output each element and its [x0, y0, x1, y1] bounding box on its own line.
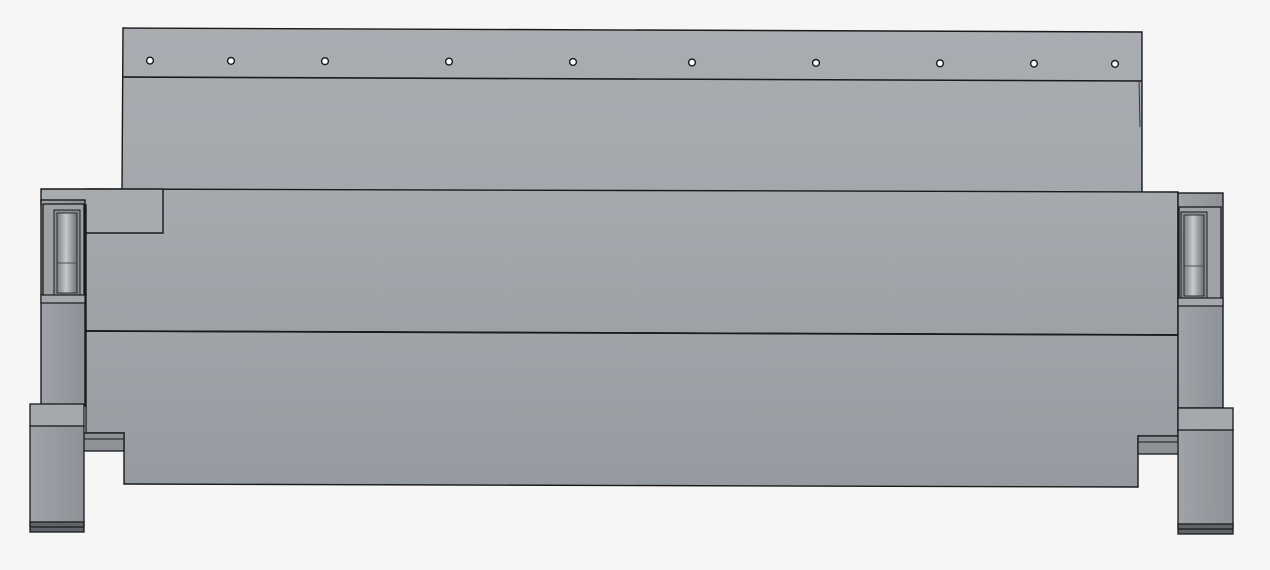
- right-side-assembly: [1137, 192, 1234, 535]
- lower-body-face: [85, 330, 1179, 488]
- mounting-hole: [145, 56, 155, 65]
- mounting-hole: [1110, 59, 1120, 69]
- left-roller: [56, 212, 78, 294]
- left-foot: [29, 425, 85, 527]
- mounting-hole: [935, 59, 945, 68]
- right-housing-bottom-band: [1177, 297, 1224, 307]
- right-foot-top: [1177, 407, 1234, 432]
- top-plate-flange-edge: [122, 76, 1143, 82]
- top-plate-right-edge: [1138, 80, 1141, 128]
- body-split-line: [85, 330, 1179, 336]
- top-plate: [121, 27, 1143, 194]
- mounting-hole: [1029, 59, 1039, 68]
- left-housing-bottom-band: [40, 294, 86, 304]
- right-roller: [1183, 214, 1205, 297]
- middle-body: [40, 188, 1179, 336]
- mounting-hole: [568, 57, 578, 67]
- mounting-hole: [811, 58, 821, 68]
- top-plate-face: [121, 27, 1143, 194]
- right-rail-arm: [1137, 435, 1181, 455]
- lower-body: [85, 330, 1179, 488]
- mounting-hole: [687, 58, 697, 67]
- mounting-hole: [444, 57, 454, 66]
- mounting-holes: [145, 56, 1120, 69]
- left-foot-top: [29, 403, 85, 428]
- left-side-assembly: [29, 199, 125, 533]
- left-rail-arm: [82, 432, 125, 452]
- middle-body-face: [85, 188, 1179, 336]
- mounting-hole: [226, 56, 236, 66]
- mounting-hole: [320, 57, 330, 66]
- right-foot: [1177, 429, 1234, 529]
